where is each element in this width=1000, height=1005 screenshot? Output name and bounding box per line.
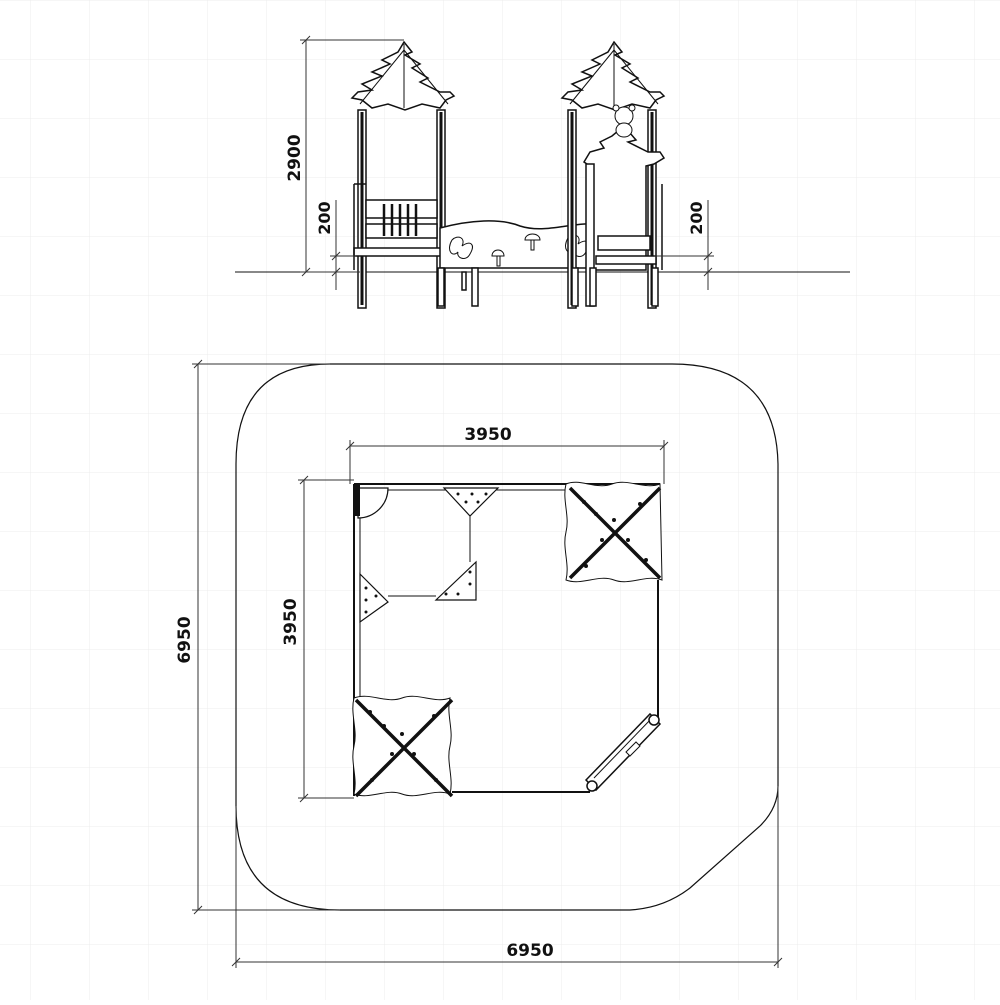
dim-label-inner-width: 3950 <box>464 425 511 445</box>
dim-total-height <box>300 35 404 277</box>
triangle-panel-left <box>359 572 389 624</box>
right-inner-gable <box>582 124 666 271</box>
corner-door <box>357 487 389 519</box>
dim-outer-height <box>192 359 340 915</box>
dim-label-outer-width: 6950 <box>506 941 553 961</box>
mushroom-1 <box>491 249 505 267</box>
elevation-view <box>235 35 850 309</box>
left-railing-top <box>365 199 438 219</box>
safety-zone-outline <box>235 363 779 911</box>
dim-label-left-platform: 200 <box>315 201 334 234</box>
dim-outer-width <box>231 786 783 968</box>
right-railing <box>597 235 651 251</box>
dim-label-inner-height: 3950 <box>281 598 301 645</box>
mushroom-2 <box>524 233 541 251</box>
right-tower <box>560 40 666 309</box>
triangle-panel-right <box>434 560 477 601</box>
plan-diagonal-slide <box>584 712 662 792</box>
butterfly-left <box>449 236 473 259</box>
left-roof <box>350 40 456 111</box>
center-panel <box>437 220 599 307</box>
dim-label-outer-height: 6950 <box>175 616 195 663</box>
right-platform <box>595 255 657 265</box>
plan-tower-bottom-left <box>352 695 454 798</box>
dim-inner-height <box>298 475 354 803</box>
left-platform <box>353 247 445 257</box>
plan-tower-top-right <box>564 481 663 583</box>
dim-right-platform <box>654 200 714 290</box>
dim-label-right-platform: 200 <box>687 201 706 234</box>
plan-view <box>192 359 783 968</box>
dim-inner-width <box>345 440 669 484</box>
dim-label-total-height: 2900 <box>285 134 305 181</box>
left-railing-bottom <box>365 223 438 239</box>
dim-left-platform <box>330 200 356 290</box>
